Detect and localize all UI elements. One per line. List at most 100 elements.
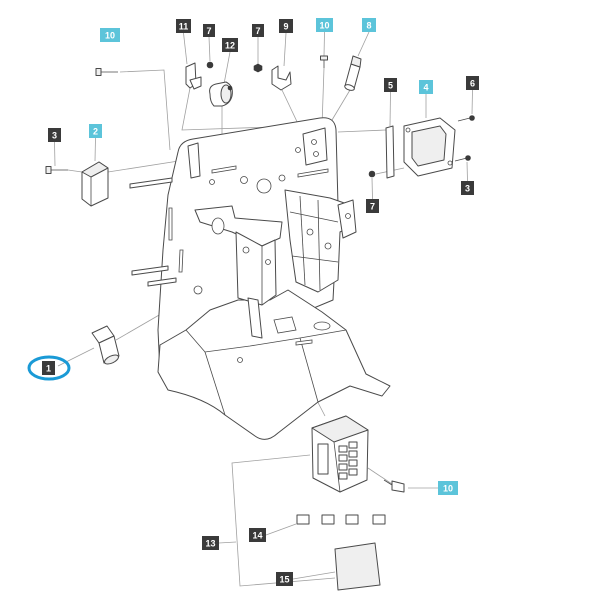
callout-15[interactable]: 15 — [276, 572, 293, 586]
mount-hole — [265, 259, 271, 265]
callout-tag[interactable] — [366, 199, 379, 213]
callout-number: 4 — [423, 83, 428, 93]
mount-hole — [278, 174, 286, 182]
callout-14[interactable]: 14 — [249, 528, 266, 542]
mount-hole — [209, 179, 215, 185]
center-tower — [235, 231, 277, 306]
callout-tag[interactable] — [89, 124, 102, 138]
slot — [168, 207, 173, 241]
callout-tag[interactable] — [466, 76, 479, 90]
callout-7-right[interactable]: 7 — [366, 199, 379, 213]
callout-11[interactable]: 11 — [176, 19, 191, 33]
floor-cutout — [273, 316, 297, 334]
callout-4[interactable]: 4 — [419, 80, 433, 94]
callout-tag[interactable] — [203, 24, 215, 37]
callout-tag[interactable] — [222, 38, 238, 52]
bracket-body — [271, 65, 292, 91]
callout-number: 10 — [319, 21, 329, 31]
fuse-slot — [348, 468, 358, 476]
callout-number: 7 — [206, 26, 211, 36]
callout-9[interactable]: 9 — [279, 19, 293, 33]
callout-number: 13 — [205, 539, 215, 549]
callout-tag[interactable] — [48, 128, 61, 142]
floor-fold-line — [204, 351, 226, 416]
mount-hole — [242, 246, 250, 254]
callout-number: 12 — [225, 41, 235, 51]
callout-7-mid[interactable]: 7 — [252, 24, 264, 37]
relay-part-2 — [81, 161, 109, 207]
callout-tag[interactable] — [276, 572, 293, 586]
callout-number: 3 — [52, 131, 57, 141]
callout-5[interactable]: 5 — [384, 78, 397, 92]
callout-tag[interactable] — [42, 361, 55, 375]
switch-end — [104, 354, 119, 365]
callout-13[interactable]: 13 — [202, 536, 219, 550]
callout-tag[interactable] — [249, 528, 266, 542]
mount-hole — [240, 176, 248, 184]
callout-tag[interactable] — [176, 19, 191, 33]
assembly-line — [321, 67, 325, 127]
fuse-slot — [338, 454, 348, 462]
right-bracket — [284, 189, 353, 293]
center-top-bracket — [194, 205, 283, 247]
fuse-box — [311, 415, 369, 493]
fuse-slot — [348, 459, 358, 467]
callout-6[interactable]: 6 — [466, 76, 479, 90]
screw-part-3-right — [454, 155, 471, 162]
callout-tag[interactable] — [362, 18, 376, 32]
callout-7-left[interactable]: 7 — [203, 24, 215, 37]
leader-line — [357, 31, 370, 57]
assembly-line — [331, 89, 351, 121]
bracket-edge — [299, 195, 306, 286]
callout-tag[interactable] — [419, 80, 433, 94]
fuse-box-edge — [333, 441, 341, 493]
fuse-slot — [338, 445, 348, 453]
callout-tag[interactable] — [202, 536, 219, 550]
callout-tag[interactable] — [279, 19, 293, 33]
callout-10-top-left[interactable]: 10 — [100, 28, 120, 42]
callout-tag[interactable] — [316, 18, 333, 32]
screw-part-6 — [457, 115, 475, 122]
leader-line — [265, 523, 297, 536]
mount-hole — [237, 357, 243, 363]
mount-hole — [306, 228, 314, 236]
callout-number: 7 — [370, 202, 375, 212]
screw-head — [45, 166, 52, 174]
sensor-tip — [344, 84, 355, 91]
sensor-part-8 — [344, 55, 362, 91]
callout-12[interactable]: 12 — [222, 38, 238, 52]
callout-10-bottom[interactable]: 10 — [438, 481, 458, 495]
slot — [211, 165, 237, 174]
callout-2[interactable]: 2 — [89, 124, 102, 138]
mount-hole — [405, 127, 411, 133]
fuse-box-top — [311, 415, 369, 443]
leader-line — [371, 177, 373, 200]
callout-1-selected[interactable]: 1 — [27, 355, 71, 381]
chassis-top-tab-left — [187, 142, 201, 179]
callout-number: 10 — [443, 484, 453, 494]
callout-tag[interactable] — [384, 78, 397, 92]
bar-part-5 — [385, 125, 395, 179]
callout-tag[interactable] — [438, 481, 458, 495]
callout-3-left[interactable]: 3 — [48, 128, 61, 142]
sensor-cap — [350, 55, 362, 68]
bracket-part-9 — [271, 65, 292, 91]
callout-number: 15 — [279, 575, 289, 585]
callout-3-right[interactable]: 3 — [461, 181, 474, 195]
callout-tag[interactable] — [461, 181, 474, 195]
callout-10-top-mid[interactable]: 10 — [316, 18, 333, 32]
callout-tag[interactable] — [100, 28, 120, 42]
nut-part-7-small — [227, 85, 233, 91]
screw-part-10-bottom — [383, 479, 405, 493]
screw-part-3 — [45, 166, 68, 174]
screw-head — [465, 155, 471, 161]
leader-line — [218, 541, 237, 544]
bracket-edge — [289, 211, 339, 223]
callout-8[interactable]: 8 — [362, 18, 376, 32]
nut-part-7 — [206, 61, 214, 69]
callout-tag[interactable] — [252, 24, 264, 37]
chassis-pin — [147, 277, 177, 287]
leader-line — [466, 161, 468, 182]
